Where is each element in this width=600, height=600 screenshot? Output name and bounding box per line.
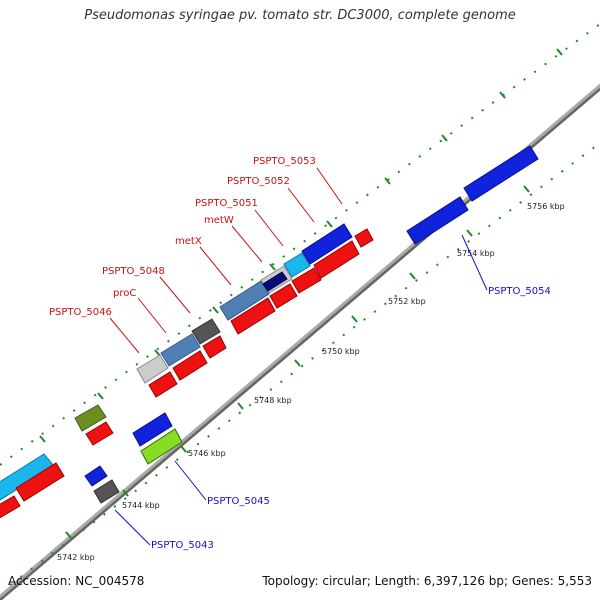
major-tick [326,220,333,228]
label-connector [316,167,343,205]
label-connector [231,225,263,263]
major-ticks [39,48,563,539]
gene-arrow[interactable] [93,479,120,504]
major-tick [97,392,104,400]
major-tick [409,272,416,280]
gene-arrow[interactable] [160,333,201,367]
gene-label-top[interactable]: metW [204,215,234,226]
major-tick [269,263,276,271]
gene-label-top[interactable]: PSPTO_5053 [253,156,316,167]
kbp-label: 5754 kbp [457,249,495,258]
gene-arrow[interactable] [132,412,173,447]
major-tick [351,315,358,323]
gene-arrow[interactable] [74,404,107,432]
gene-arrow[interactable] [262,271,288,292]
gene-arrow[interactable] [463,145,539,202]
label-connector [159,276,191,314]
gene-arrow[interactable] [84,465,108,487]
kbp-label: 5746 kbp [188,449,226,458]
major-tick [523,185,530,193]
gene-arrow[interactable] [191,318,221,345]
gene-label-top[interactable]: PSPTO_5046 [49,307,112,318]
cds-arrow[interactable] [202,335,227,359]
label-connectors [109,167,488,546]
major-tick [441,134,448,142]
major-tick [212,306,219,314]
major-tick [65,531,72,539]
gene-label-bottom[interactable]: PSPTO_5043 [151,540,214,551]
gene-arrow[interactable] [136,354,169,384]
kbp-label: 5752 kbp [388,297,426,306]
cds-arrow[interactable] [172,350,208,381]
major-tick [237,402,244,410]
cds-arrow[interactable] [15,462,65,502]
cds-arrow[interactable] [291,267,322,294]
accession-text: Accession: NC_004578 [8,574,145,588]
cds-arrow[interactable] [148,371,178,398]
cds-arrow[interactable] [269,283,298,309]
cds-arrow[interactable] [0,495,21,520]
label-connector [461,234,488,291]
major-tick [180,445,187,453]
cds-arrow[interactable] [313,240,360,279]
kbp-label: 5742 kbp [57,553,95,562]
major-tick [39,435,46,443]
gene-label-bottom[interactable]: PSPTO_5054 [488,286,551,297]
gene-label-top[interactable]: PSPTO_5051 [195,198,258,209]
major-tick [384,177,391,185]
tick-track-outer [0,23,600,466]
label-connector [114,509,151,546]
label-connector [287,187,315,223]
gene-label-top[interactable]: proC [113,288,136,299]
gene-arrow[interactable] [140,428,183,465]
kbp-label: 5756 kbp [527,202,565,211]
major-tick [122,489,129,497]
kbp-label: 5748 kbp [254,396,292,405]
cds-arrow[interactable] [354,228,374,248]
major-tick [556,48,563,56]
kbp-label: 5744 kbp [122,501,160,510]
major-tick [499,91,506,99]
gene-arrow[interactable] [219,280,270,321]
label-connector [174,460,207,501]
gene-label-bottom[interactable]: PSPTO_5045 [207,496,270,507]
major-tick [466,229,473,237]
label-connector [137,297,167,334]
label-connector [199,246,232,286]
gene-arrow[interactable] [301,223,353,265]
reverse-strand-genes [84,196,469,504]
gene-label-top[interactable]: metX [175,236,202,247]
tick-track-inner [9,142,600,586]
gene-arrow[interactable] [283,252,311,278]
topology-text: Topology: circular; Length: 6,397,126 bp… [262,574,592,588]
major-tick [294,359,301,367]
gene-arrow[interactable] [406,196,469,245]
label-connector [109,317,140,354]
kbp-label: 5750 kbp [322,347,360,356]
forward-strand-genes [0,145,539,520]
gene-label-top[interactable]: PSPTO_5048 [102,266,165,277]
genome-title: Pseudomonas syringae pv. tomato str. DC3… [84,8,516,23]
cds-arrow[interactable] [85,421,114,446]
cds-arrow[interactable] [230,297,276,335]
gene-label-top[interactable]: PSPTO_5052 [227,176,290,187]
label-connector [254,209,284,247]
